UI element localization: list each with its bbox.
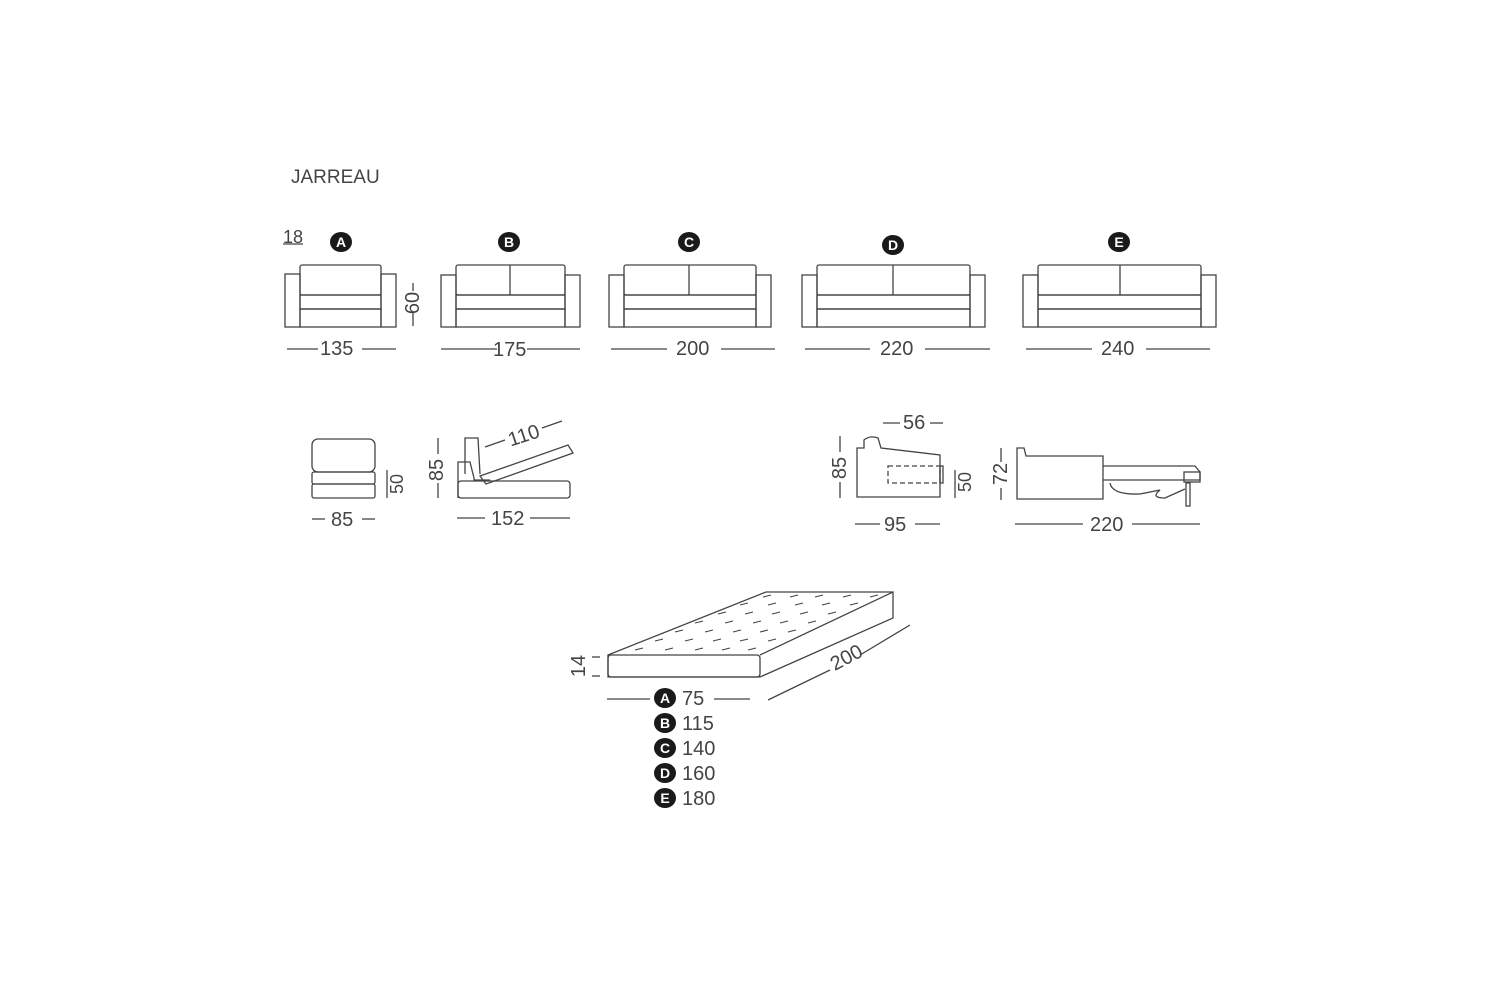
sofabed-open-side-drawing [1000, 447, 1201, 525]
mattress-width-c: 140 [682, 738, 716, 760]
mattress-badge-e: E [654, 788, 676, 808]
armchair-end-drawing [311, 438, 388, 520]
front-height: 60 [402, 291, 425, 315]
mattress-badge-b: B [654, 713, 676, 733]
reclined-length: 152 [491, 508, 525, 530]
sofa-e-drawing [1022, 264, 1217, 328]
width-e: 240 [1101, 338, 1135, 360]
mattress-drawing [592, 591, 911, 701]
width-c: 200 [676, 338, 710, 360]
width-d: 220 [880, 338, 914, 360]
mattress-badge-a: A [654, 688, 676, 708]
seat-note: 18 [283, 227, 304, 247]
mattress-badge-c: C [654, 738, 676, 758]
reclining-side-drawing [437, 420, 574, 519]
bed-open-length: 220 [1090, 514, 1124, 536]
bed-side-seat: 50 [955, 471, 976, 493]
armchair-depth: 85 [331, 509, 354, 531]
mattress-tufting [634, 594, 879, 651]
mattress-width-b: 115 [682, 713, 714, 735]
seat-height: 50 [387, 473, 408, 495]
bed-side-depth: 95 [884, 514, 907, 536]
reclined-height: 85 [426, 458, 449, 482]
sofa-d-drawing [801, 264, 986, 328]
bed-open-height: 72 [990, 462, 1013, 486]
badge-b: B [498, 232, 520, 252]
badge-d: D [882, 235, 904, 255]
bed-side-height: 85 [829, 456, 852, 480]
page-title: JARREAU [291, 167, 380, 188]
sofabed-closed-side-drawing [839, 422, 956, 525]
mattress-width-e: 180 [682, 788, 716, 810]
sofa-a-drawing [284, 264, 397, 328]
badge-e: E [1108, 232, 1130, 252]
mattress-badge-d: D [654, 763, 676, 783]
width-b: 175 [493, 339, 527, 361]
mattress-thickness: 14 [568, 654, 591, 678]
mattress-width-a: 75 [682, 688, 705, 710]
width-a: 135 [320, 338, 354, 360]
sofa-b-drawing [440, 264, 581, 328]
badge-a: A [330, 232, 352, 252]
bed-side-top: 56 [903, 412, 926, 434]
badge-c: C [678, 232, 700, 252]
sofa-c-drawing [608, 264, 772, 328]
mattress-width-d: 160 [682, 763, 716, 785]
